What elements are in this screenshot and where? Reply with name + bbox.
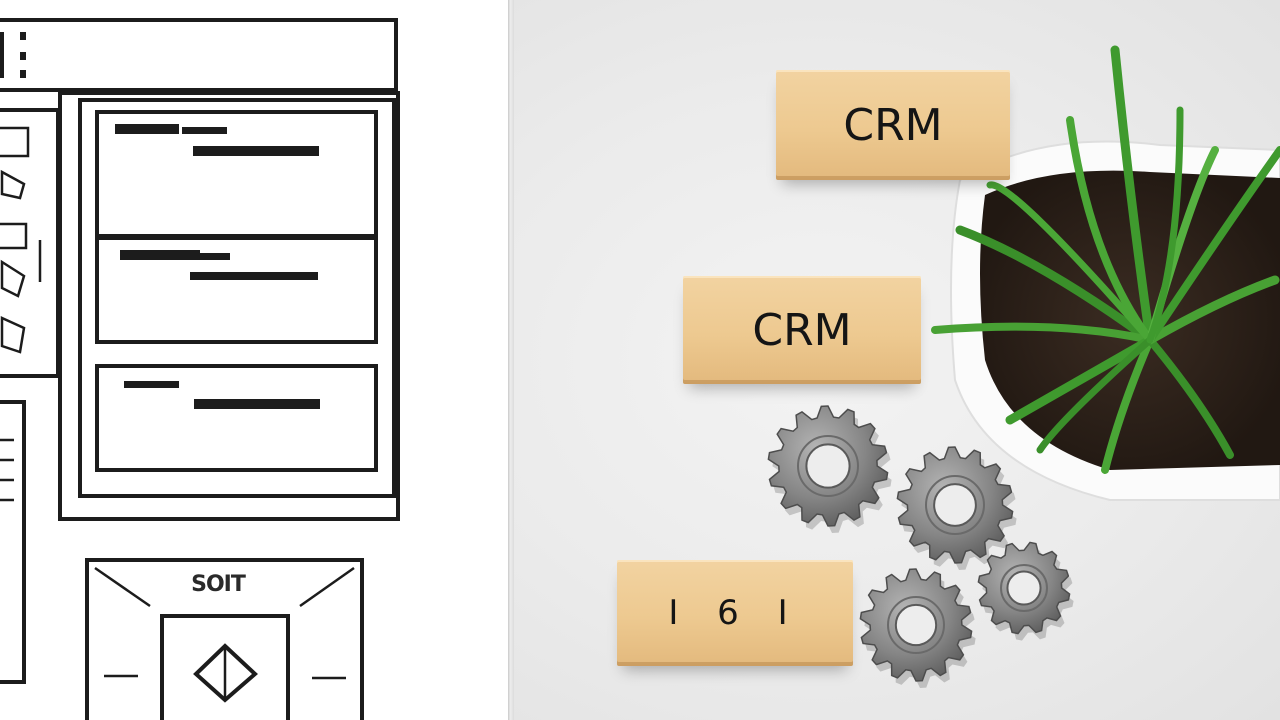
wireframe-card-2 — [95, 236, 378, 344]
wireframe-panel: SOIT — [0, 0, 510, 720]
wireframe-header-bar — [0, 18, 398, 92]
gear-icon — [977, 541, 1074, 641]
gear-icon — [859, 568, 976, 688]
gear-icon — [896, 446, 1017, 570]
wireframe-content-frame — [78, 98, 396, 498]
wood-block-bottom: I 6 I — [617, 560, 853, 666]
wireframe-card-3 — [95, 364, 378, 472]
wireframe-drawing — [0, 18, 400, 720]
wireframe-button-frame — [85, 558, 364, 720]
wireframe-sidebar-lower — [0, 400, 26, 684]
wireframe-button-label: SOIT — [191, 572, 246, 597]
panel-divider — [508, 0, 514, 720]
wireframe-sidebar — [0, 108, 60, 378]
wood-block-crm-top: CRM — [776, 70, 1010, 180]
wireframe-inner-frame — [160, 614, 290, 720]
gear-icon — [767, 405, 892, 533]
wood-block-crm-middle: CRM — [683, 276, 921, 384]
plant-leaves — [931, 45, 1280, 474]
